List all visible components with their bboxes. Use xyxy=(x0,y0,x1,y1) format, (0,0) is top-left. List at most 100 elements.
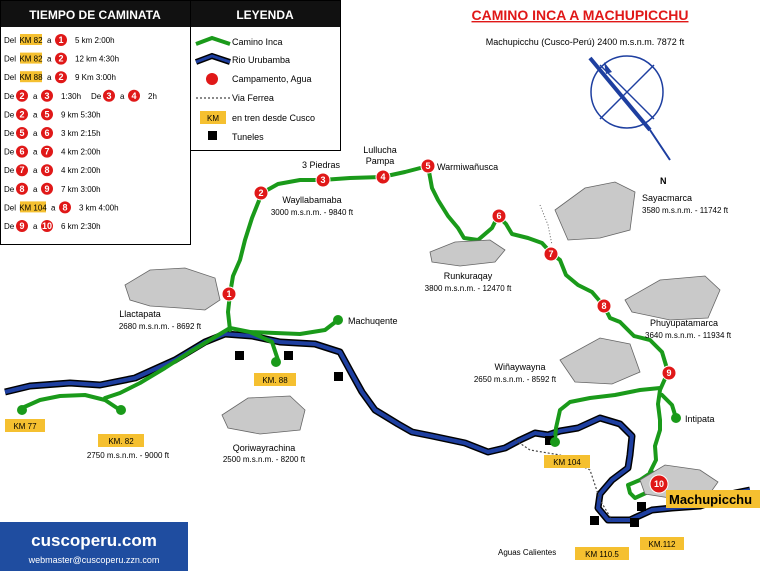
table-camp-token: 2 xyxy=(19,109,24,119)
place-labels: 3 Piedras Lullucha Pampa Warmiwañusca Wa… xyxy=(87,145,732,557)
label-phuyupatamarca: Phuyupatamarca xyxy=(650,318,718,328)
row-prefix: De xyxy=(4,166,15,175)
table-camp-token: 2 xyxy=(58,72,63,82)
label-sayacmarca: Sayacmarca xyxy=(642,193,692,203)
camp-marker: 8 xyxy=(596,298,612,314)
alt-phuyupatamarca: 3640 m.s.n.m. - 11934 ft xyxy=(645,331,732,340)
row-info: 1:30h xyxy=(61,92,81,101)
km-77: KM 77 xyxy=(13,422,37,431)
legend-label-km: en tren desde Cusco xyxy=(232,113,315,123)
table-camp-token: 3 xyxy=(106,91,111,101)
row-info: 7 km 3:00h xyxy=(61,185,101,194)
table-camp-token: 6 xyxy=(19,147,24,157)
row-info: 4 km 2:00h xyxy=(61,166,101,175)
table-camp-token: 7 xyxy=(19,165,24,175)
camp-marker: 1 xyxy=(221,286,237,302)
camp-number: 9 xyxy=(666,368,671,378)
camp-marker: 3 xyxy=(315,172,331,188)
footer-site: cuscoperu.com xyxy=(31,531,157,550)
table-camp-token: 8 xyxy=(44,165,49,175)
table-camp-token: 1 xyxy=(58,35,63,45)
row-prefix: Del xyxy=(4,55,16,64)
row-to: a xyxy=(47,73,52,82)
camp-marker: 7 xyxy=(543,246,559,262)
alt-winaywayna: 2650 m.s.n.m. - 8592 ft xyxy=(474,375,557,384)
table-camp-token: 8 xyxy=(62,202,67,212)
alt-qoriwayrachina: 2500 m.s.n.m. - 8200 ft xyxy=(223,455,306,464)
table-camp-token: 7 xyxy=(44,147,49,157)
camp-number: 2 xyxy=(258,188,263,198)
row-info: 6 km 2:30h xyxy=(61,222,101,231)
camp-number: 5 xyxy=(425,161,430,171)
km-110-5: KM 110.5 xyxy=(585,550,619,559)
alt-km82: 2750 m.s.n.m. - 9000 ft xyxy=(87,451,170,460)
row-info: 2h xyxy=(148,92,157,101)
row-to: a xyxy=(120,92,125,101)
row-info: 3 km 2:15h xyxy=(61,129,101,138)
camp-marker: 5 xyxy=(420,158,436,174)
row-prefix: De xyxy=(4,222,15,231)
time-table-header: TIEMPO DE CAMINATA xyxy=(29,8,161,22)
camp-number: 7 xyxy=(548,249,553,259)
row-to: a xyxy=(51,203,56,212)
table-camp-token: 2 xyxy=(19,91,24,101)
camp-number: 8 xyxy=(601,301,606,311)
table-camp-token: 6 xyxy=(44,128,49,138)
legend-km-symbol: KM xyxy=(207,114,219,123)
legend-label-rail: Via Ferrea xyxy=(232,93,274,103)
row-to: a xyxy=(33,185,38,194)
alt-wayllabamba: 3000 m.s.n.m. - 9840 ft xyxy=(271,208,354,217)
camp-marker: 10 xyxy=(649,474,669,494)
row-info: 9 Km 3:00h xyxy=(75,73,116,82)
camp-number: 10 xyxy=(654,479,664,489)
tunnels xyxy=(235,351,646,527)
label-lullucha: Lullucha xyxy=(363,145,397,155)
table-camp-token: 3 xyxy=(44,91,49,101)
row-info: 5 km 2:00h xyxy=(75,36,115,45)
label-qoriwayrachina: Qoriwayrachina xyxy=(233,443,296,453)
km-104: KM 104 xyxy=(553,458,581,467)
row-prefix: De xyxy=(4,129,15,138)
camp-number: 4 xyxy=(380,172,385,182)
row-to: a xyxy=(33,166,38,175)
trail-points xyxy=(17,315,681,447)
alt-llactapata: 2680 m.s.n.m. - 8692 ft xyxy=(119,322,202,331)
river xyxy=(4,330,751,524)
legend-campamento: Campamento, Agua xyxy=(206,73,312,85)
legend-label-camp: Campamento, Agua xyxy=(232,74,312,84)
map-title: CAMINO INCA A MACHUPICCHU xyxy=(472,7,689,23)
label-3-piedras: 3 Piedras xyxy=(302,160,341,170)
label-winaywayna: Wiñaywayna xyxy=(494,362,545,372)
camp-marker: 9 xyxy=(661,365,677,381)
legend: LEYENDA Camino Inca Rio Urubamba Campame… xyxy=(190,0,341,151)
camp-number: 1 xyxy=(226,289,231,299)
label-machuqente: Machuqente xyxy=(348,316,398,326)
row-info: 4 km 2:00h xyxy=(61,148,101,157)
legend-camino-inca: Camino Inca xyxy=(195,35,283,47)
camp-marker: 4 xyxy=(375,169,391,185)
footer-email: webmaster@cuscoperu.zzn.com xyxy=(28,555,160,565)
table-km-token: KM 104 xyxy=(19,203,47,212)
row-to: a xyxy=(47,55,52,64)
legend-label-river: Rio Urubamba xyxy=(232,55,290,65)
camp-number: 3 xyxy=(320,175,325,185)
km-112: KM.112 xyxy=(649,540,677,549)
row-prefix: De xyxy=(4,148,15,157)
row-to: a xyxy=(33,92,38,101)
label-intipata: Intipata xyxy=(685,414,715,424)
table-camp-token: 4 xyxy=(131,91,136,101)
table-camp-token: 5 xyxy=(44,109,49,119)
table-km-token: KM 88 xyxy=(19,73,43,82)
row-prefix: De xyxy=(4,185,15,194)
legend-rio-urubamba: Rio Urubamba xyxy=(194,52,290,65)
ruin-illustrations xyxy=(124,181,721,499)
alt-runkuraqay: 3800 m.s.n.m. - 12470 ft xyxy=(425,284,512,293)
